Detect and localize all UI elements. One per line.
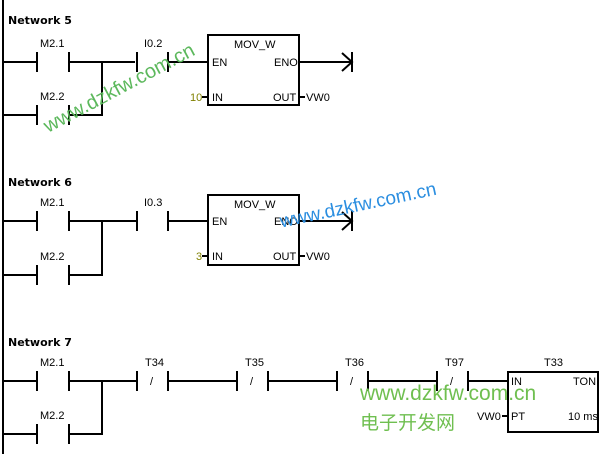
contact-i0-2[interactable]: I0.2: [136, 38, 169, 72]
contact-label: I0.2: [144, 38, 162, 50]
contact-label: M2.2: [40, 251, 64, 263]
nc-slash: /: [250, 376, 254, 388]
watermark-site-name: 电子开发网: [360, 412, 456, 434]
contact-m2-2[interactable]: M2.2: [36, 251, 70, 285]
timer-name: T33: [544, 357, 563, 369]
contact-t36-nc[interactable]: T36 /: [336, 357, 369, 391]
pin-en: EN: [212, 216, 227, 228]
contact-t34-nc[interactable]: T34 /: [136, 357, 169, 391]
pin-pt: PT: [511, 411, 525, 423]
contact-m2-2[interactable]: M2.2: [36, 91, 70, 125]
nc-slash: /: [150, 376, 154, 388]
contact-label: M2.2: [40, 410, 64, 422]
contact-t97-nc[interactable]: T97 /: [436, 357, 469, 391]
watermark-url: www.dzkfw.com.cn: [360, 382, 537, 405]
network-5[interactable]: Network 5 M2.1 M2.2 I0.2 MOV_W EN ENO IN…: [3, 14, 354, 125]
network-title: Network 7: [8, 336, 72, 349]
contact-label: T35: [245, 357, 264, 369]
contact-label: M2.1: [40, 357, 64, 369]
eno-arrow: [299, 52, 354, 72]
contact-label: T36: [345, 357, 364, 369]
mov-w-block[interactable]: MOV_W EN ENO IN OUT 3 VW0: [196, 194, 330, 266]
pt-operand: VW0: [477, 411, 501, 423]
pin-in: IN: [212, 251, 223, 263]
pin-en: EN: [212, 57, 227, 69]
pin-eno: ENO: [274, 216, 298, 228]
timer-type: TON: [573, 376, 596, 388]
block-name: MOV_W: [234, 199, 276, 211]
in-constant: 3: [196, 251, 202, 263]
block-name: MOV_W: [234, 39, 276, 51]
contact-m2-1[interactable]: M2.1: [36, 38, 70, 72]
nc-slash: /: [450, 376, 454, 388]
pin-out: OUT: [273, 92, 297, 104]
contact-m2-1[interactable]: M2.1: [36, 197, 70, 231]
contact-label: M2.2: [40, 91, 64, 103]
network-title: Network 6: [8, 176, 72, 189]
contact-m2-1[interactable]: M2.1: [36, 357, 70, 391]
network-title: Network 5: [8, 14, 72, 27]
pin-in: IN: [511, 376, 522, 388]
contact-label: T97: [445, 357, 464, 369]
contact-t35-nc[interactable]: T35 /: [236, 357, 269, 391]
eno-arrow: [299, 211, 354, 231]
pin-out: OUT: [273, 251, 297, 263]
contact-label: M2.1: [40, 38, 64, 50]
pin-in: IN: [212, 92, 223, 104]
contact-label: M2.1: [40, 197, 64, 209]
contact-label: T34: [145, 357, 164, 369]
in-constant: 10: [190, 92, 202, 104]
contact-m2-2[interactable]: M2.2: [36, 410, 70, 444]
mov-w-block[interactable]: MOV_W EN ENO IN OUT 10 VW0: [190, 34, 330, 106]
timer-resolution: 10 ms: [568, 411, 598, 423]
contact-i0-3[interactable]: I0.3: [136, 197, 169, 231]
ton-timer-block[interactable]: T33 IN TON PT 10 ms VW0: [477, 357, 599, 433]
nc-slash: /: [350, 376, 354, 388]
pin-eno: ENO: [274, 57, 298, 69]
network-6[interactable]: Network 6 M2.1 M2.2 I0.3 MOV_W EN ENO IN…: [3, 176, 354, 285]
network-7[interactable]: Network 7 M2.1 M2.2 T34 / T35 / T36 / T: [3, 336, 599, 444]
out-operand: VW0: [306, 251, 330, 263]
out-operand: VW0: [306, 92, 330, 104]
contact-label: I0.3: [144, 197, 162, 209]
